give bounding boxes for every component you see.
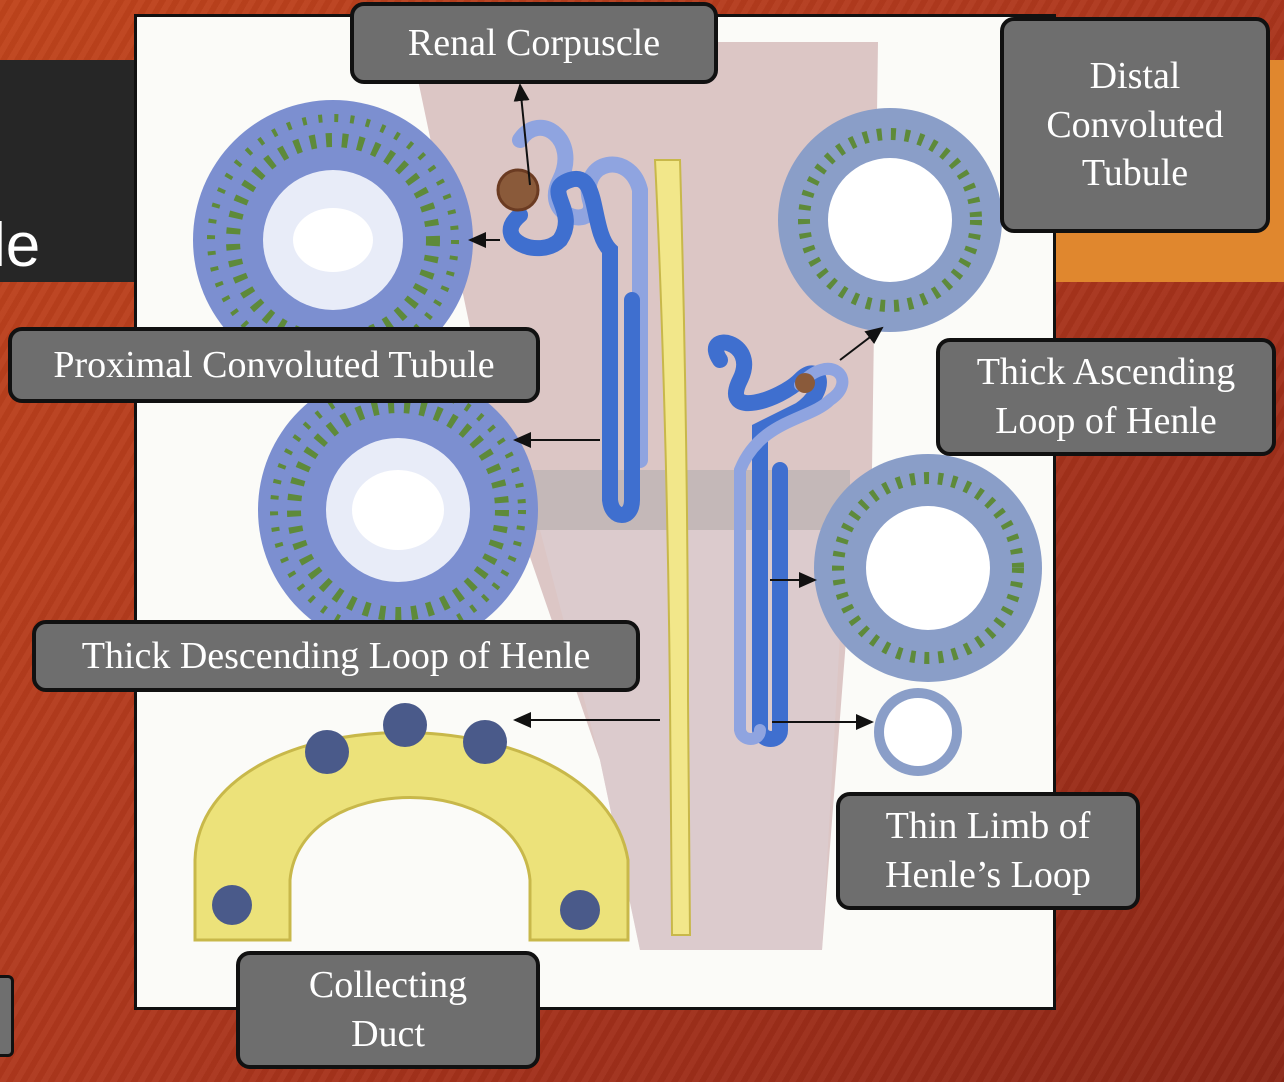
collecting-duct-cross-section bbox=[193, 703, 630, 942]
distal-convoluted-tubule-label: Distal Convoluted Tubule bbox=[1000, 17, 1270, 233]
dct-cross-section bbox=[778, 108, 1002, 332]
thick-ascending-loop-label: Thick Ascending Loop of Henle bbox=[936, 338, 1276, 456]
side-tab bbox=[0, 975, 14, 1057]
pct-cross-section-upper bbox=[193, 100, 473, 380]
pct-cross-section-lower bbox=[258, 370, 538, 650]
thin-limb-cross-section bbox=[874, 688, 962, 776]
proximal-convoluted-tubule-label: Proximal Convoluted Tubule bbox=[8, 327, 540, 403]
collecting-duct-tube bbox=[653, 159, 692, 936]
connector-arrows bbox=[468, 83, 884, 730]
thick-descending-loop-label: Thick Descending Loop of Henle bbox=[32, 620, 640, 692]
nephron-tubules bbox=[496, 119, 849, 747]
collecting-duct-label: Collecting Duct bbox=[236, 951, 540, 1069]
slide-title-fragment: le bbox=[0, 211, 41, 280]
thick-ascending-cross-section bbox=[814, 454, 1042, 682]
renal-corpuscle-label: Renal Corpuscle bbox=[350, 2, 718, 84]
thin-limb-label: Thin Limb of Henle’s Loop bbox=[836, 792, 1140, 910]
title-band: le bbox=[0, 60, 150, 282]
